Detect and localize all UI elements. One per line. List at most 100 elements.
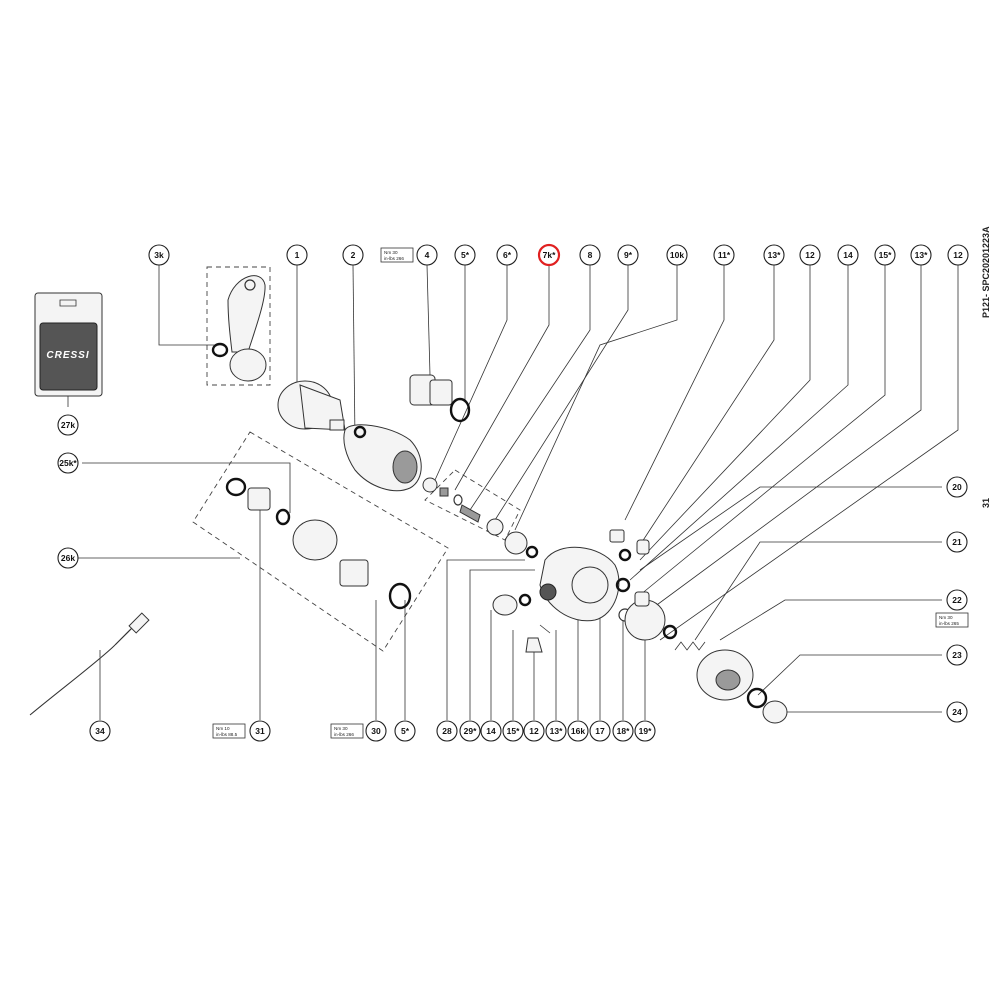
callout-circle [537, 243, 561, 267]
page-number-text: 31 [981, 498, 991, 508]
callout-circle [286, 244, 308, 266]
callout-text: 6* [503, 250, 512, 260]
callout-text: 28 [442, 726, 452, 736]
callout-label: 12 [947, 244, 969, 266]
callout-circle [567, 720, 589, 742]
callout-text: 25k* [59, 458, 77, 468]
svg-text:Nm 30: Nm 30 [939, 615, 953, 620]
svg-text:Nm 30: Nm 30 [384, 250, 398, 255]
callout-circle [946, 531, 968, 553]
callout-circle [57, 414, 79, 436]
callout-label: 34 [89, 720, 111, 742]
callout-text: 14 [486, 726, 496, 736]
torque-note-part31: Nm 10 in-lbs 88.5 [212, 723, 246, 739]
callout-text: 19* [639, 726, 652, 736]
callout-label: 3k [148, 244, 170, 266]
callout-circle [416, 244, 438, 266]
callout-circle [496, 244, 518, 266]
spring-cap-parts [662, 624, 788, 724]
callout-text: 16k [571, 726, 585, 736]
callout-circle [342, 244, 364, 266]
callout-circle [436, 720, 458, 742]
kit-26k-dashed-box [192, 431, 449, 652]
callout-label: 23 [946, 644, 968, 666]
callout-circle [947, 244, 969, 266]
callout-text: 20 [952, 482, 962, 492]
seat-kit-parts [422, 477, 539, 559]
callout-label: 30 [365, 720, 387, 742]
callout-circle [763, 244, 785, 266]
service-kit-pack: CRESSI [34, 292, 103, 397]
leader-lines [67, 264, 959, 720]
callout-text: 26k [61, 553, 75, 563]
callout-label: 9* [617, 244, 639, 266]
callout-label: 15* [874, 244, 896, 266]
callout-circle [910, 244, 932, 266]
callout-text: 8 [588, 250, 593, 260]
callout-text: 30 [371, 726, 381, 736]
callout-text: 27k [61, 420, 75, 430]
callout-label: 1 [286, 244, 308, 266]
callout-label: 4 [416, 244, 438, 266]
callout-text: 17 [595, 726, 605, 736]
callout-circle [454, 244, 476, 266]
doc-code-text: P121- SPC20201223A [981, 226, 991, 318]
callout-text: 12 [953, 250, 963, 260]
callout-label: 15* [502, 720, 524, 742]
callout-circle [89, 720, 111, 742]
hose-part [29, 612, 150, 716]
callout-circle [365, 720, 387, 742]
callout-text: 9* [624, 250, 633, 260]
callout-circle [249, 720, 271, 742]
callout-label: 31 [249, 720, 271, 742]
callout-label: 18* [612, 720, 634, 742]
callout-circle [502, 720, 524, 742]
callout-label: 11* [713, 244, 735, 266]
callout-text: 31 [255, 726, 265, 736]
callout-text: 2 [351, 250, 356, 260]
lp-port-fittings [492, 593, 551, 653]
callout-text: 14 [843, 250, 853, 260]
callout-label: 13* [763, 244, 785, 266]
callout-text: 10k [670, 250, 684, 260]
callout-text: 13* [550, 726, 563, 736]
svg-text:Nm 30: Nm 30 [334, 726, 348, 731]
callout-circle [634, 720, 656, 742]
callout-label: 24 [946, 701, 968, 723]
callout-label: 12 [523, 720, 545, 742]
callout-label: 27k [57, 414, 79, 436]
callout-text: 12 [529, 726, 539, 736]
diaphragm-parts [618, 591, 666, 641]
callout-label: 22 [946, 589, 968, 611]
yoke-knob-part [277, 380, 346, 431]
callout-text: 23 [952, 650, 962, 660]
first-stage-body-part [539, 546, 631, 622]
callout-label: 2 [342, 244, 364, 266]
callout-text: 12 [805, 250, 815, 260]
din-kit-parts [225, 477, 412, 610]
torque-note-part4: Nm 30 in-lbs 266 [380, 247, 414, 263]
torque-note-part30: Nm 30 in-lbs 266 [330, 723, 364, 739]
kit-3k-dashed-box [206, 266, 271, 386]
callout-text: 7k* [543, 250, 556, 260]
callout-label: 12 [799, 244, 821, 266]
callout-circle [57, 452, 79, 474]
callout-label: 14 [480, 720, 502, 742]
callout-text: 22 [952, 595, 962, 605]
callout-text: 13* [768, 250, 781, 260]
callout-label: 5* [394, 720, 416, 742]
callout-circle [459, 720, 481, 742]
callout-text: 24 [952, 707, 962, 717]
callout-label: 20 [946, 476, 968, 498]
svg-text:in-lbs 266: in-lbs 266 [384, 256, 404, 261]
callout-circle [946, 644, 968, 666]
callout-label: 28 [436, 720, 458, 742]
callout-circle [148, 244, 170, 266]
callout-label: 29* [459, 720, 481, 742]
callout-circle [666, 244, 688, 266]
callout-label: 21 [946, 531, 968, 553]
callout-circle [946, 589, 968, 611]
o-ring-5-part [449, 397, 471, 423]
callout-circle [874, 244, 896, 266]
